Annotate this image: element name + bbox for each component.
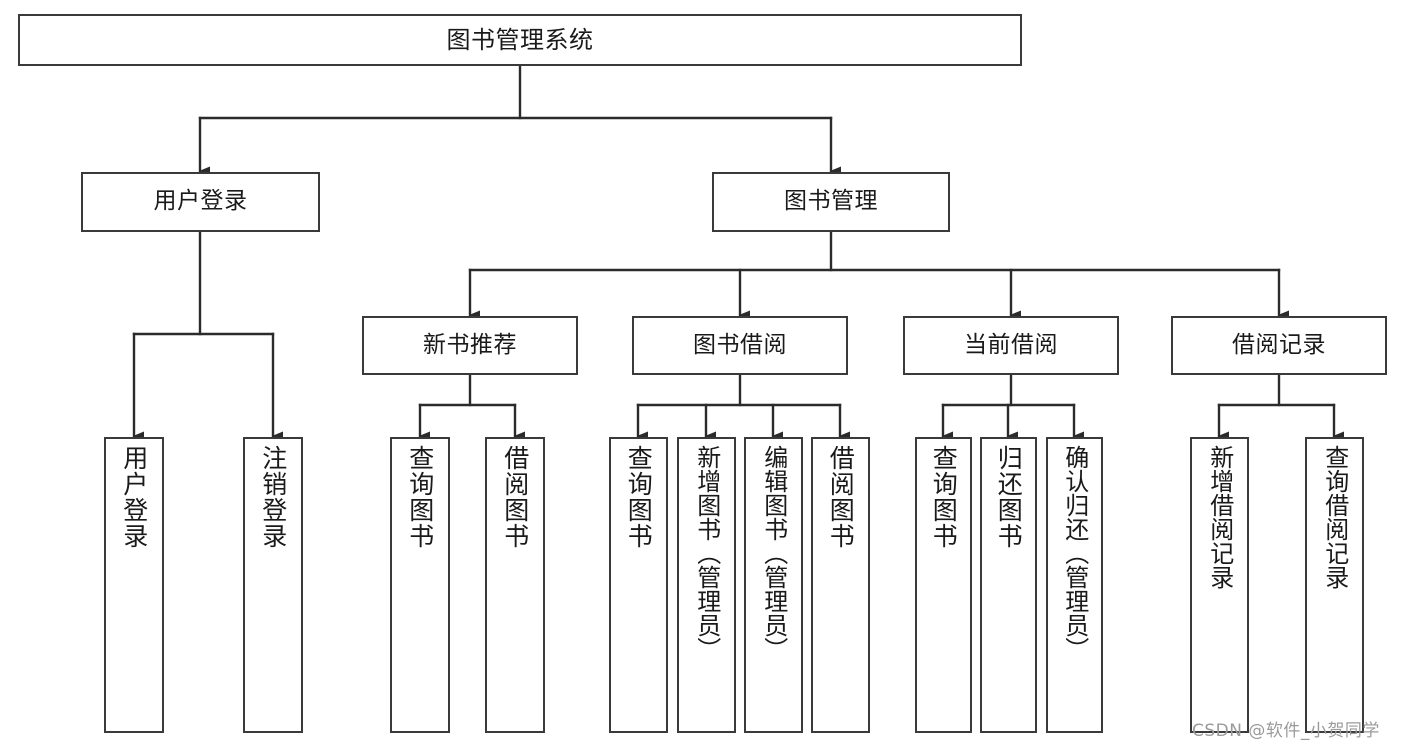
node-level3-借阅记录[interactable]: 借阅记录 bbox=[1171, 316, 1387, 375]
node-leaf-2[interactable]: 查询图书 bbox=[390, 437, 450, 733]
node-leaf-0[interactable]: 用户登录 bbox=[104, 437, 164, 733]
node-label: 图书管理 bbox=[784, 188, 878, 215]
node-label: 图书管理系统 bbox=[446, 25, 594, 54]
node-label: 当前借阅 bbox=[964, 331, 1058, 358]
node-leaf-1[interactable]: 注销登录 bbox=[243, 437, 303, 733]
connector-paths bbox=[132, 64, 1344, 441]
node-leaf-8[interactable]: 查询图书 bbox=[915, 437, 972, 733]
node-level2-用户登录[interactable]: 用户登录 bbox=[81, 172, 320, 232]
node-label: 归还图书 bbox=[994, 445, 1024, 549]
csdn-watermark: CSDN @软件_小贺同学 bbox=[1192, 721, 1380, 741]
node-label: 用户登录 bbox=[153, 188, 248, 215]
node-label: 借阅记录 bbox=[1232, 331, 1326, 358]
node-label: 新增借阅记录 bbox=[1205, 445, 1234, 589]
node-label: 新书推荐 bbox=[423, 331, 517, 358]
node-label: 查询图书 bbox=[624, 445, 654, 549]
node-leaf-4[interactable]: 查询图书 bbox=[609, 437, 668, 733]
node-label: 借阅图书 bbox=[500, 445, 530, 549]
node-label: 编辑图书（管理员） bbox=[759, 445, 788, 661]
node-label: 查询图书 bbox=[929, 445, 959, 549]
node-label: 新增图书（管理员） bbox=[692, 445, 721, 661]
node-label: 用户登录 bbox=[119, 445, 149, 549]
node-leaf-9[interactable]: 归还图书 bbox=[980, 437, 1037, 733]
node-leaf-5[interactable]: 新增图书（管理员） bbox=[677, 437, 736, 733]
node-leaf-11[interactable]: 新增借阅记录 bbox=[1190, 437, 1249, 733]
node-label: 借阅图书 bbox=[826, 445, 856, 549]
node-label: 确认归还（管理员） bbox=[1060, 445, 1089, 661]
node-level2-图书管理[interactable]: 图书管理 bbox=[712, 172, 950, 232]
node-leaf-3[interactable]: 借阅图书 bbox=[485, 437, 545, 733]
node-leaf-12[interactable]: 查询借阅记录 bbox=[1305, 437, 1364, 733]
node-leaf-6[interactable]: 编辑图书（管理员） bbox=[744, 437, 803, 733]
node-label: 查询借阅记录 bbox=[1320, 445, 1349, 589]
node-leaf-7[interactable]: 借阅图书 bbox=[811, 437, 870, 733]
node-level3-新书推荐[interactable]: 新书推荐 bbox=[362, 316, 578, 375]
node-leaf-10[interactable]: 确认归还（管理员） bbox=[1046, 437, 1103, 733]
node-level3-当前借阅[interactable]: 当前借阅 bbox=[903, 316, 1119, 375]
node-label: 注销登录 bbox=[258, 445, 288, 549]
node-root-图书管理系统[interactable]: 图书管理系统 bbox=[18, 14, 1022, 66]
node-label: 图书借阅 bbox=[693, 331, 787, 358]
node-level3-图书借阅[interactable]: 图书借阅 bbox=[632, 316, 848, 375]
node-label: 查询图书 bbox=[405, 445, 435, 549]
